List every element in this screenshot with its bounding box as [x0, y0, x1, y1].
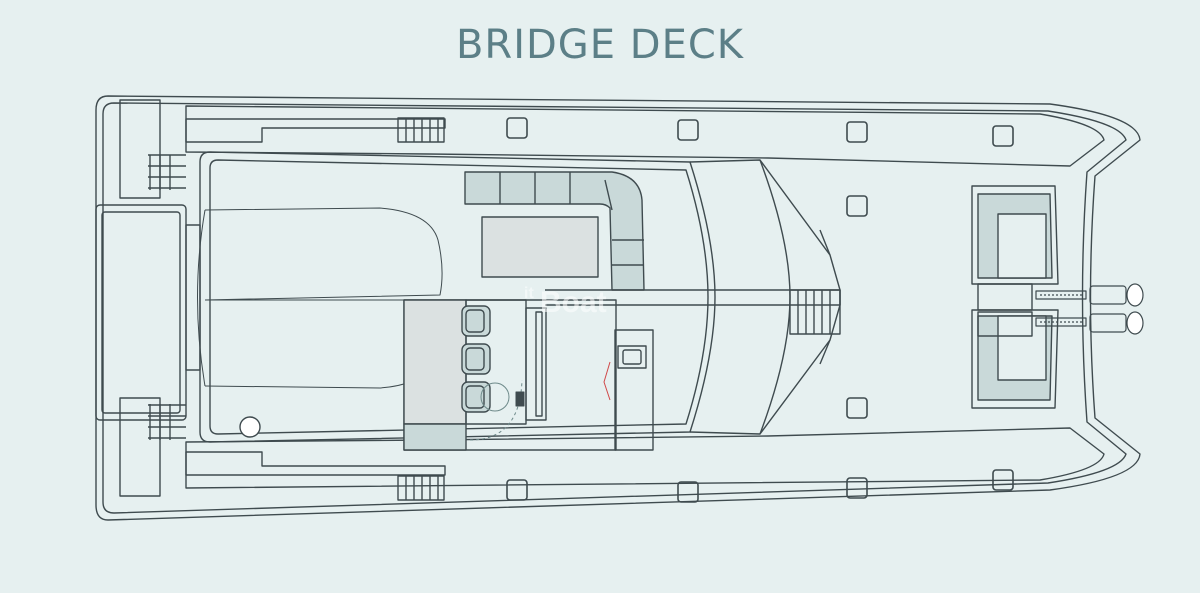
- steering-wheel-icon: [469, 379, 525, 441]
- sink-icon: [622, 349, 642, 365]
- hull-outline: [95, 95, 1141, 521]
- anchor-winch-icon: [1035, 283, 1144, 335]
- watermark: it Boat: [524, 285, 607, 319]
- dining-table: [481, 216, 599, 278]
- side-walkways: [185, 105, 1105, 489]
- helm-seat-icon: [461, 305, 491, 413]
- mast-post: [239, 416, 261, 438]
- svg-text:it: it: [524, 285, 534, 302]
- forward-structure: [545, 159, 841, 435]
- aft-steps: [397, 117, 445, 501]
- diagram-title: BRIDGE DECK: [455, 22, 745, 68]
- galley: [603, 329, 654, 451]
- bow-seating: [971, 185, 1059, 409]
- hatch-icon: [506, 117, 1014, 503]
- aft-transom: [95, 99, 201, 497]
- bridge-deck-area: [199, 151, 716, 443]
- svg-text:Boat: Boat: [540, 286, 607, 319]
